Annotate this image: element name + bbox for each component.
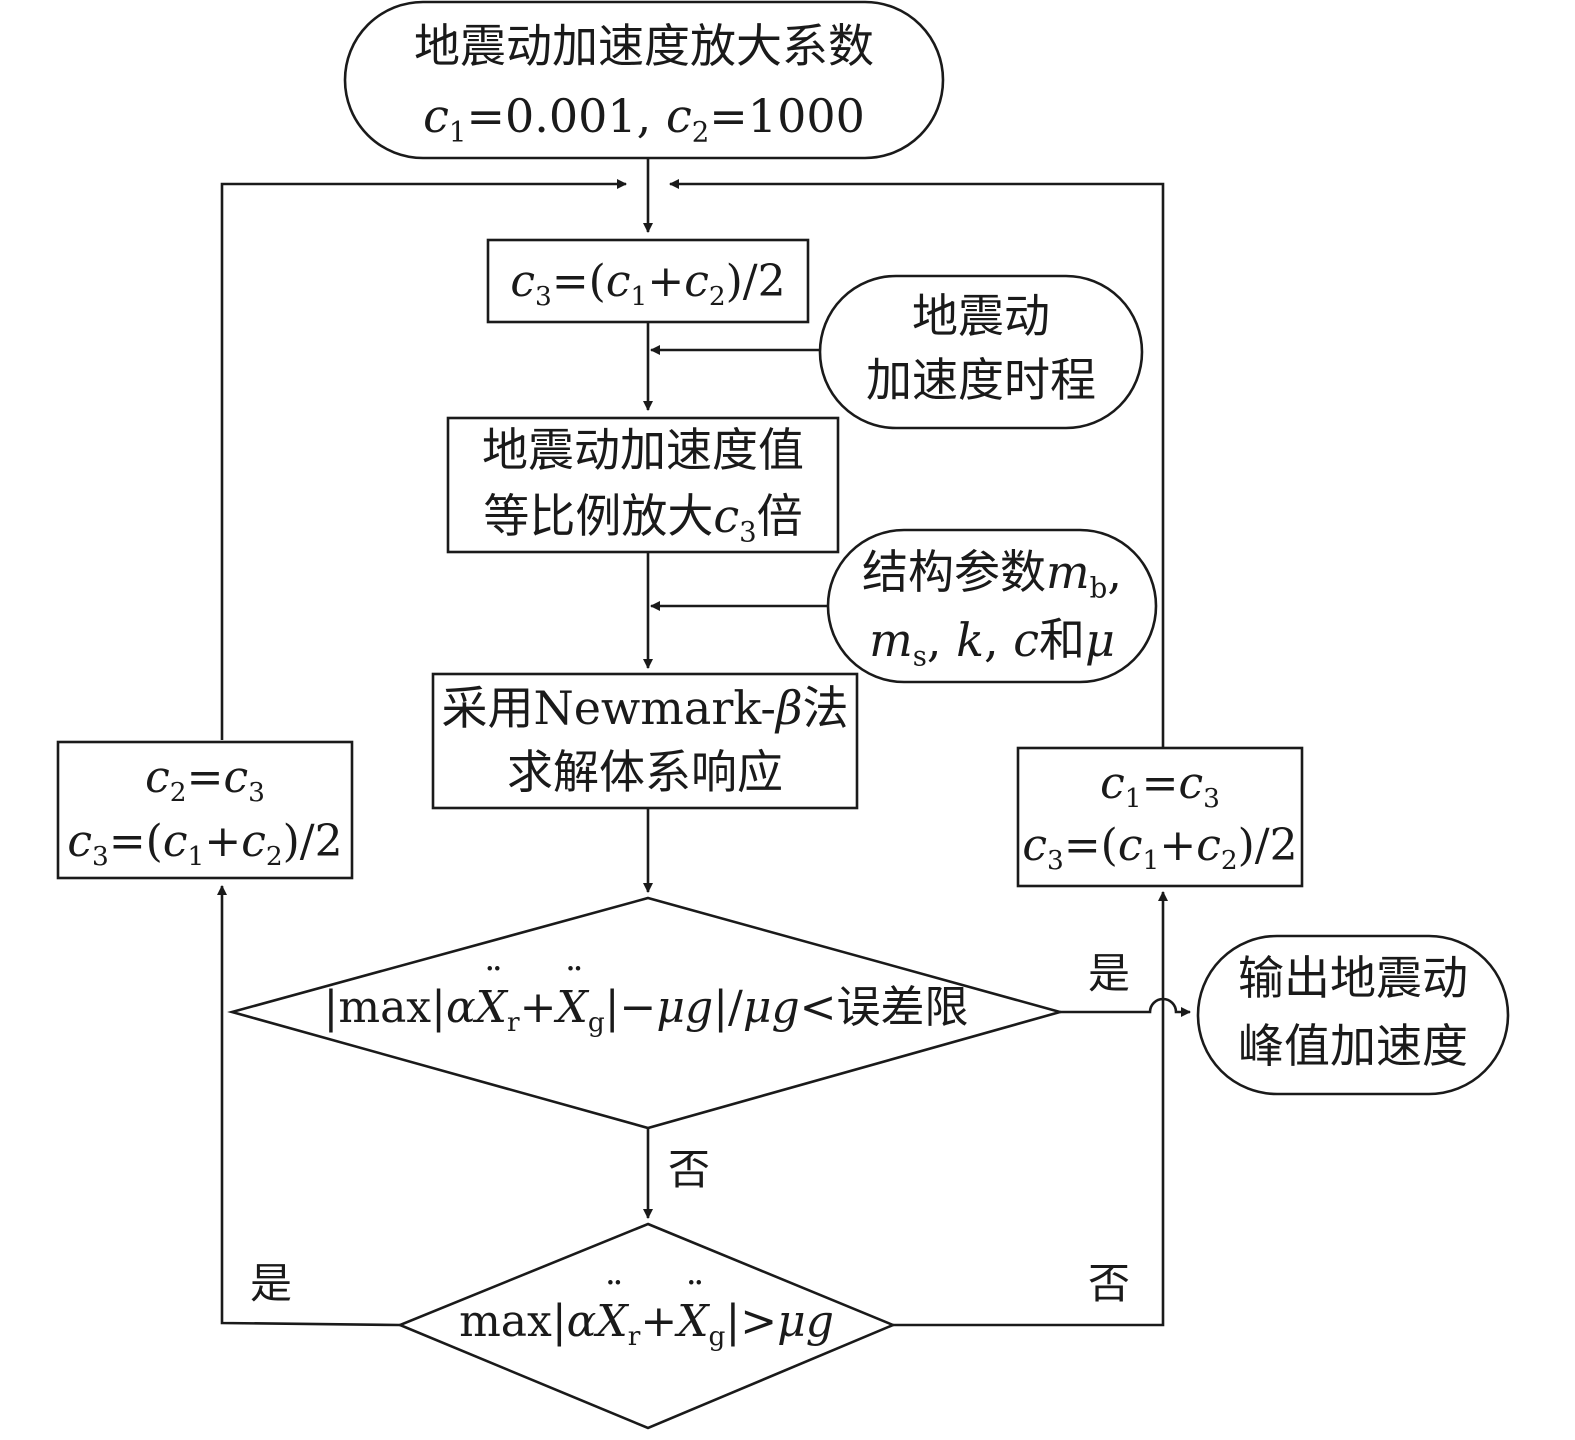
input-accel-terminal [818,274,1144,430]
process-newmark-box [431,672,859,810]
label-yes-left: 是 [250,1259,293,1308]
start-terminal [343,0,945,160]
newmark-line1: 采用Newmark-β法 [441,681,849,735]
left-box-line2: c3=(c1+c2)/2 [67,816,343,873]
decision-error-condition: |max|αXr+Xg|−μg|/μg<误差限 [232,959,1060,1036]
params-line1: 结构参数mb, [862,545,1122,605]
start-title: 地震动加速度放大系数 [414,19,874,73]
left-box-line1: c2=c3 [145,752,265,809]
process-right-box [1016,746,1304,888]
decision-error-diamond [227,896,1065,1130]
scale-line1: 地震动加速度值 [482,423,804,477]
loop-line-right [669,179,1165,748]
process-left-box [56,740,354,880]
loop-line-left [220,179,627,740]
scale-line2: 等比例放大c3倍 [483,489,803,549]
label-no-down: 否 [668,1145,711,1194]
c3-formula: c3=(c1+c2)/2 [510,256,786,313]
right-box-line1: c1=c3 [1100,758,1220,815]
right-box-line2: c3=(c1+c2)/2 [1022,820,1298,877]
accel-input-line1: 地震动 [912,289,1050,343]
start-initial-values: c1=0.001, c2=1000 [423,89,865,149]
decision-compare-condition: max|αXr+Xg|>μg [400,1273,893,1350]
label-no-right: 否 [1088,1259,1131,1308]
output-line1: 输出地震动 [1238,951,1468,1005]
output-line2: 峰值加速度 [1238,1019,1468,1073]
label-yes-output: 是 [1088,949,1131,998]
newmark-line2: 求解体系响应 [507,745,783,799]
connector-decision2-no [893,891,1168,1327]
process-c3-box [486,238,810,324]
decision-compare-diamond [396,1222,897,1430]
output-terminal [1196,934,1510,1096]
params-line2: ms, k, c和μ [869,613,1115,673]
process-scale-box [446,416,840,554]
accel-input-line2: 加速度时程 [866,353,1096,407]
connector-decision2-yes [217,885,401,1327]
input-params-terminal [826,528,1158,684]
